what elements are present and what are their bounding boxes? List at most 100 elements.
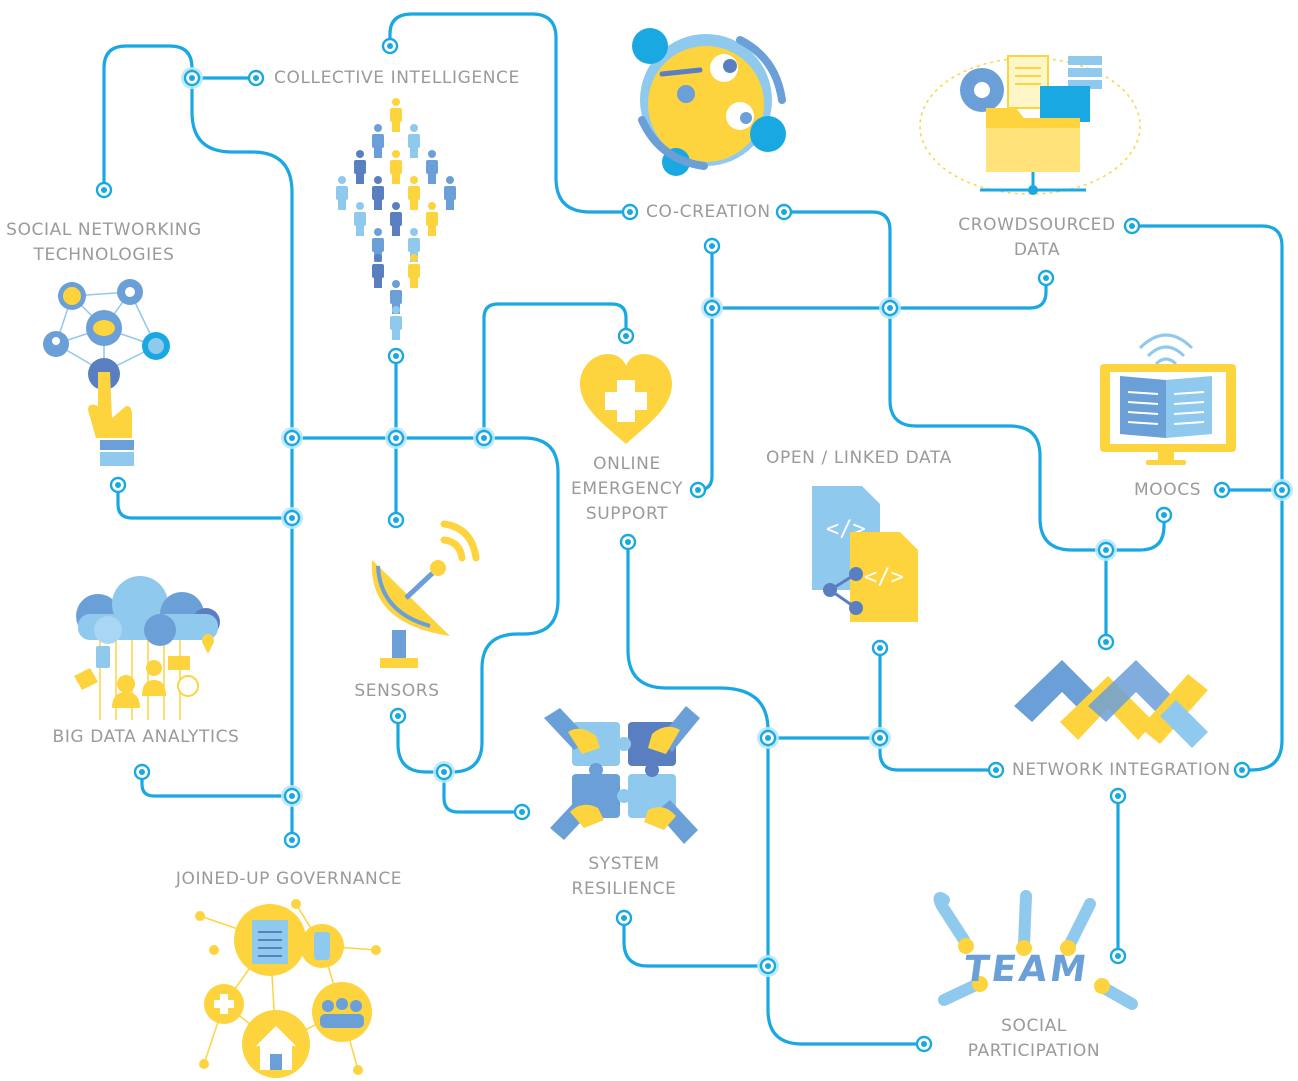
junction-node bbox=[879, 297, 901, 319]
linked-documents-icon: </> </> bbox=[812, 486, 918, 622]
label-collective-intelligence: COLLECTIVE INTELLIGENCE bbox=[274, 68, 520, 88]
label-open-linked-data: OPEN / LINKED DATA bbox=[766, 448, 952, 468]
terminal-node bbox=[871, 639, 889, 657]
terminal-node bbox=[1109, 787, 1127, 805]
terminal-node bbox=[775, 203, 793, 221]
junction-node bbox=[473, 427, 495, 449]
network-chevrons-icon bbox=[1014, 660, 1208, 748]
label-line: PARTICIPATION bbox=[967, 1041, 1101, 1061]
terminal-nodes bbox=[95, 37, 1251, 1053]
person-figure bbox=[444, 176, 456, 210]
label-line: RESILIENCE bbox=[571, 879, 677, 899]
label-line: CROWDSOURCED bbox=[958, 215, 1116, 235]
terminal-node bbox=[387, 511, 405, 529]
crowdsourced-folder-icon bbox=[919, 55, 1141, 195]
label-moocs: MOOCS bbox=[1134, 480, 1202, 500]
label-social-participation: SOCIAL PARTICIPATION bbox=[968, 1014, 1100, 1064]
terminal-node bbox=[1123, 217, 1141, 235]
junction-node bbox=[433, 761, 455, 783]
label-network-integration: NETWORK INTEGRATION bbox=[1012, 760, 1231, 780]
terminal-node bbox=[1155, 506, 1173, 524]
label-crowdsourced-data: CROWDSOURCED DATA bbox=[958, 213, 1115, 263]
label-big-data-analytics: BIG DATA ANALYTICS bbox=[52, 727, 240, 747]
person-figure bbox=[354, 202, 366, 236]
person-figure bbox=[390, 306, 402, 340]
label-line: SUPPORT bbox=[585, 504, 669, 524]
label-line: TECHNOLOGIES bbox=[33, 245, 175, 265]
person-figure bbox=[408, 254, 420, 288]
junction-node bbox=[869, 727, 891, 749]
label-line: SOCIAL bbox=[1001, 1016, 1067, 1036]
label-online-emergency-support: ONLINE EMERGENCY SUPPORT bbox=[571, 452, 683, 527]
satellite-dish-icon bbox=[371, 520, 480, 668]
person-figure bbox=[426, 202, 438, 236]
junction-node bbox=[181, 67, 203, 89]
people-crowd-icon bbox=[336, 98, 456, 340]
person-figure bbox=[408, 176, 420, 210]
terminal-node bbox=[513, 803, 531, 821]
person-figure bbox=[372, 124, 384, 158]
label-line: ONLINE bbox=[593, 454, 661, 474]
junction-node bbox=[757, 955, 779, 977]
terminal-node bbox=[247, 69, 265, 87]
label-system-resilience: SYSTEM RESILIENCE bbox=[572, 852, 677, 902]
governance-network-icon bbox=[195, 899, 381, 1078]
co-creation-globe-icon bbox=[632, 28, 786, 176]
label-line: SOCIAL NETWORKING bbox=[6, 220, 202, 240]
person-figure bbox=[408, 124, 420, 158]
team-hands-icon bbox=[933, 890, 1138, 1010]
terminal-node bbox=[95, 181, 113, 199]
person-figure bbox=[390, 150, 402, 184]
junction-node bbox=[281, 785, 303, 807]
terminal-node bbox=[1097, 633, 1115, 651]
terminal-node bbox=[703, 237, 721, 255]
terminal-node bbox=[381, 37, 399, 55]
terminal-node bbox=[689, 481, 707, 499]
svg-text:</>: </> bbox=[864, 565, 904, 590]
terminal-node bbox=[389, 707, 407, 725]
junction-node bbox=[1095, 539, 1117, 561]
person-figure bbox=[336, 176, 348, 210]
junction-node bbox=[757, 727, 779, 749]
terminal-node bbox=[987, 761, 1005, 779]
person-figure bbox=[426, 150, 438, 184]
terminal-node bbox=[915, 1035, 933, 1053]
terminal-node bbox=[133, 763, 151, 781]
terminal-node bbox=[615, 909, 633, 927]
junction-node bbox=[1271, 479, 1293, 501]
cloud-analytics-icon bbox=[74, 576, 220, 720]
terminal-node bbox=[1109, 947, 1127, 965]
junction-node bbox=[701, 297, 723, 319]
terminal-node bbox=[619, 533, 637, 551]
terminal-node bbox=[109, 476, 127, 494]
terminal-node bbox=[1213, 481, 1231, 499]
terminal-node bbox=[1233, 761, 1251, 779]
label-co-creation: CO-CREATION bbox=[646, 202, 771, 222]
person-figure bbox=[390, 202, 402, 236]
junction-node bbox=[281, 507, 303, 529]
monitor-book-icon bbox=[1100, 333, 1236, 465]
junction-nodes bbox=[181, 67, 1293, 977]
terminal-node bbox=[387, 347, 405, 365]
terminal-node bbox=[621, 203, 639, 221]
person-figure bbox=[354, 150, 366, 184]
puzzle-hands-icon bbox=[544, 706, 700, 844]
label-line: DATA bbox=[1013, 240, 1061, 260]
social-network-hand-icon bbox=[43, 279, 170, 466]
heart-cross-icon bbox=[580, 354, 672, 444]
label-joined-up-governance: JOINED-UP GOVERNANCE bbox=[175, 869, 403, 889]
junction-node bbox=[281, 427, 303, 449]
person-figure bbox=[390, 98, 402, 132]
label-social-networking-technologies: SOCIAL NETWORKING TECHNOLOGIES bbox=[6, 218, 202, 268]
junction-node bbox=[385, 427, 407, 449]
person-figure bbox=[372, 176, 384, 210]
terminal-node bbox=[283, 831, 301, 849]
label-line: SYSTEM bbox=[588, 854, 660, 874]
terminal-node bbox=[617, 327, 635, 345]
terminal-node bbox=[1037, 269, 1055, 287]
team-word: TEAM bbox=[961, 949, 1092, 990]
person-figure bbox=[372, 254, 384, 288]
label-sensors: SENSORS bbox=[354, 681, 440, 701]
